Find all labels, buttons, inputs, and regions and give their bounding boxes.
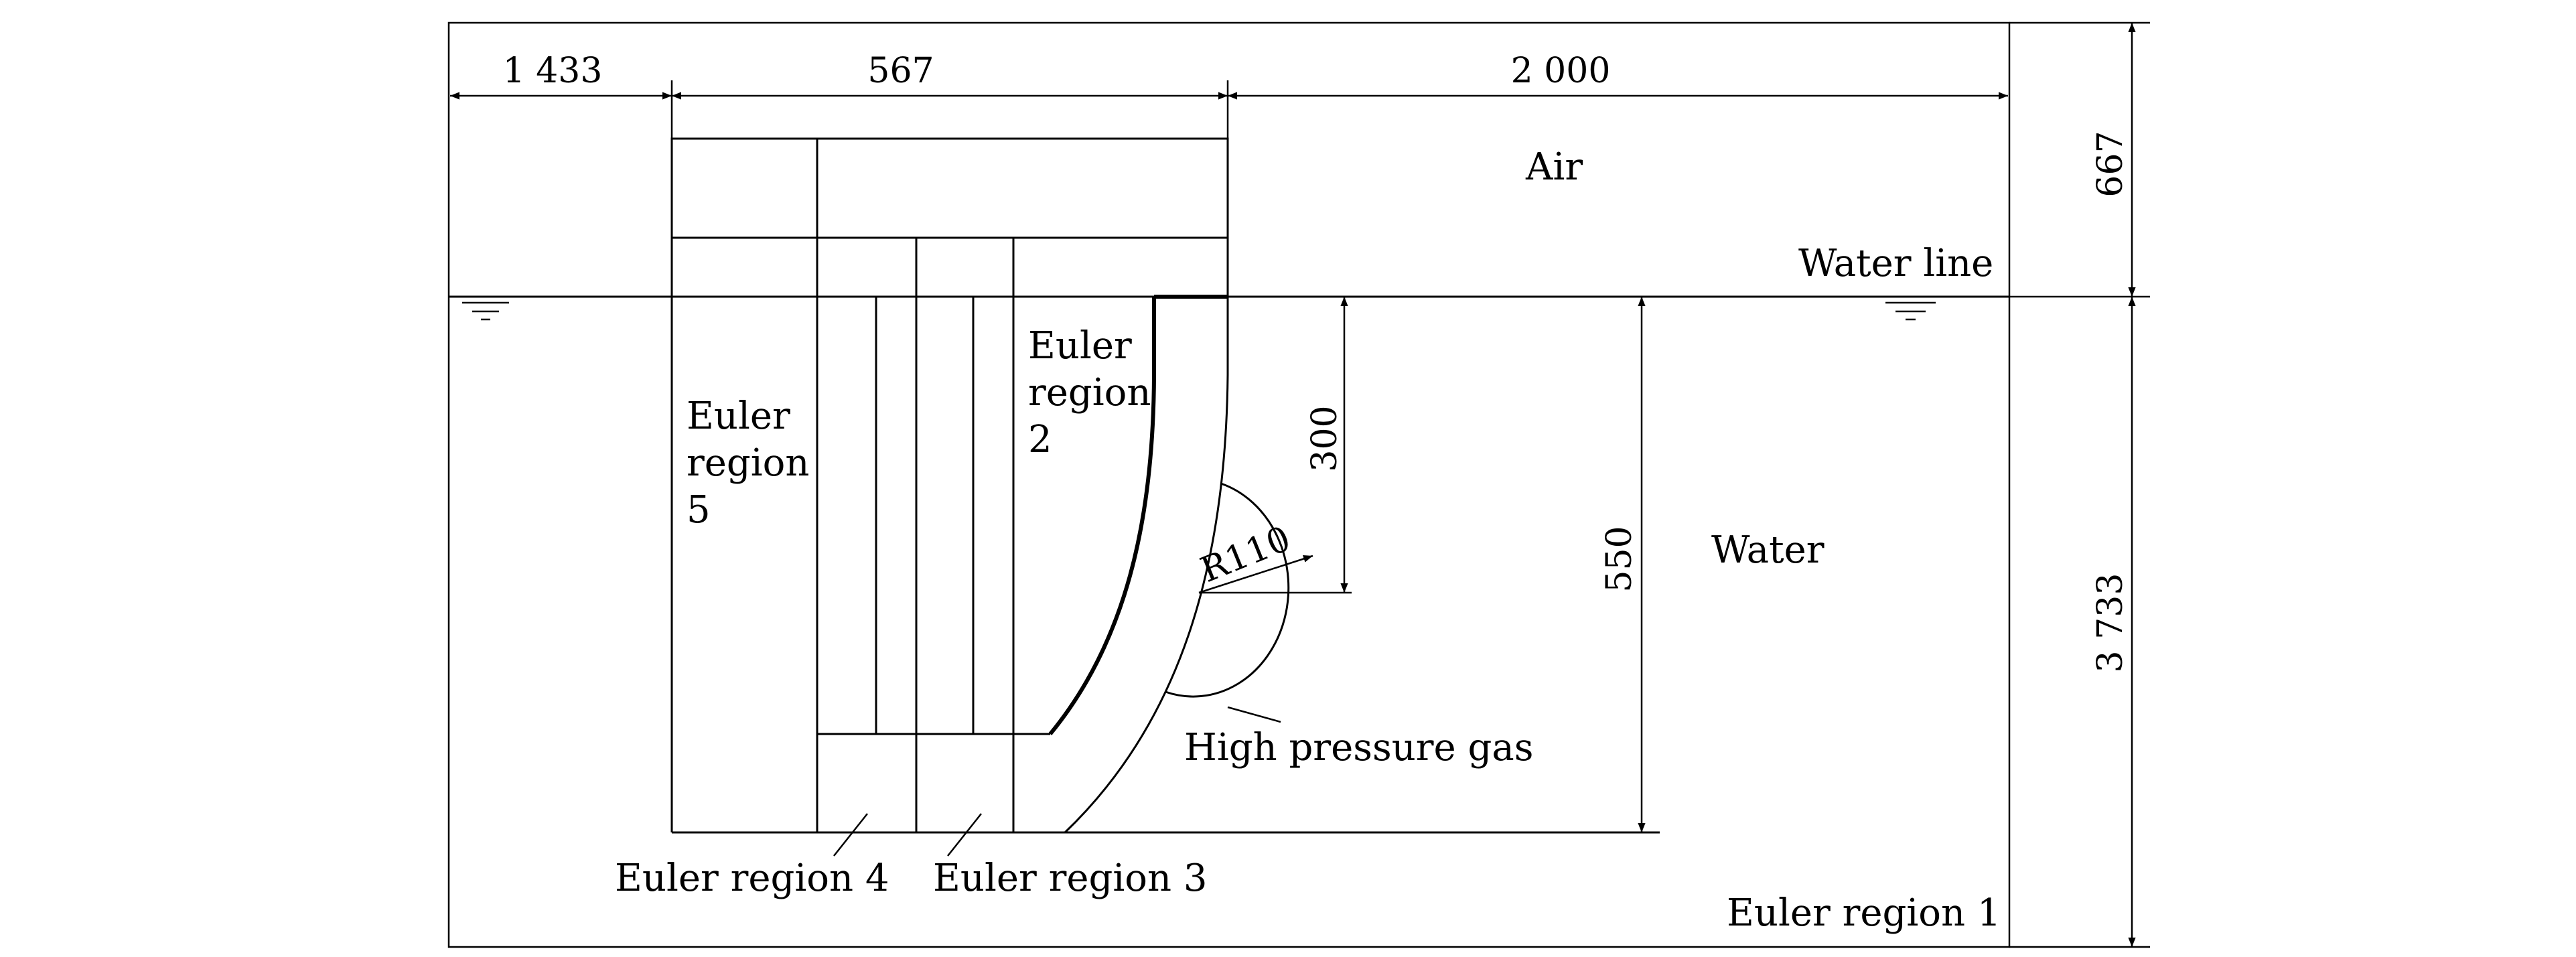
euler-region-1-label: Euler region 1 bbox=[1727, 891, 2001, 935]
leader-euler-region-3 bbox=[947, 813, 982, 857]
euler-region-2-hull bbox=[1048, 297, 1156, 735]
domain-boundary bbox=[447, 21, 2011, 948]
gas-depth-label: 300 bbox=[1305, 405, 1345, 471]
euler-region-5-label: Euler region 5 bbox=[687, 394, 821, 532]
euler-region-2-label: Euler region 2 bbox=[1028, 324, 1163, 461]
water-line-label: Water line bbox=[1798, 242, 1993, 285]
right-gap-label: 2 000 bbox=[1511, 51, 1611, 91]
water-label: Water bbox=[1711, 528, 1824, 572]
underwater-structure bbox=[816, 297, 1050, 832]
outer-curved-boundary bbox=[1064, 297, 1229, 834]
superstructure bbox=[670, 137, 1229, 298]
air-label: Air bbox=[1525, 145, 1583, 189]
radius-indicator bbox=[1198, 555, 1313, 594]
water-depth-label: 3 733 bbox=[2090, 573, 2131, 673]
high-pressure-gas-bubble bbox=[1165, 482, 1290, 698]
leader-euler-region-4 bbox=[833, 813, 868, 857]
water-level-symbol-left bbox=[462, 301, 509, 321]
euler-region-4-label: Euler region 4 bbox=[615, 857, 889, 900]
high-pressure-gas-label: High pressure gas bbox=[1184, 726, 1533, 769]
structure-depth-label: 550 bbox=[1599, 526, 1640, 592]
leader-high-pressure-gas bbox=[1227, 706, 1281, 723]
euler-region-3-label: Euler region 3 bbox=[933, 857, 1207, 900]
euler-region-5-box bbox=[670, 297, 1660, 834]
left-gap-label: 1 433 bbox=[503, 51, 603, 91]
structure-width-label: 567 bbox=[867, 51, 934, 91]
gas-radius-label: R110 bbox=[1195, 519, 1296, 591]
water-level-symbol-right bbox=[1885, 301, 1936, 321]
air-height-label: 667 bbox=[2090, 131, 2131, 197]
